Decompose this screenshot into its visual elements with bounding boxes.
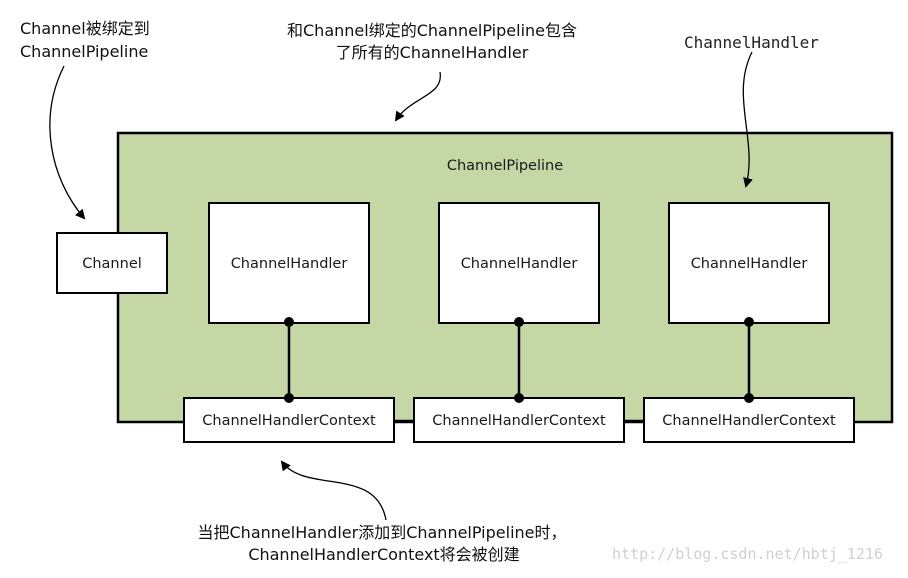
note-channel-bound-line-1: Channel被绑定到: [20, 19, 150, 38]
channel-handler-context-box-3: [643, 397, 855, 443]
channel-handler-box-2: [438, 202, 600, 324]
arrow-to-context: [280, 460, 387, 521]
junction-dot-handler-1: [284, 317, 294, 327]
channel-handler-box-1: [208, 202, 370, 324]
channel-handler-context-label-3: ChannelHandlerContext: [662, 413, 836, 429]
channel-handler-label-1: ChannelHandler: [231, 256, 348, 272]
arrow-to-channel: [49, 65, 86, 220]
channel-handler-context-label-1: ChannelHandlerContext: [202, 413, 376, 429]
junction-dot-handler-3: [744, 317, 754, 327]
note-pipeline-contains-line-1: 和Channel绑定的ChannelPipeline包含: [287, 21, 577, 40]
note-channel-bound-line-2: ChannelPipeline: [20, 42, 148, 61]
note-context-created-line-1: 当把ChannelHandler添加到ChannelPipeline时，: [198, 523, 567, 542]
channel-label: Channel: [82, 256, 142, 272]
channel-box: [56, 232, 168, 294]
watermark-url: http://blog.csdn.net/hbtj_1216: [612, 545, 883, 563]
arrow-to-pipeline: [394, 71, 441, 122]
junction-dot-context-1: [284, 393, 294, 403]
channel-handler-label-3: ChannelHandler: [691, 256, 808, 272]
channel-pipeline-label: ChannelPipeline: [447, 158, 563, 174]
channel-handler-label-2: ChannelHandler: [461, 256, 578, 272]
channel-handler-context-label-2: ChannelHandlerContext: [432, 413, 606, 429]
note-pipeline-contains-line-2: 了所有的ChannelHandler: [336, 43, 529, 62]
arrow-to-handler: [742, 51, 753, 188]
junction-dot-context-3: [744, 393, 754, 403]
junction-dot-handler-2: [514, 317, 524, 327]
channel-handler-box-3: [668, 202, 830, 324]
note-channel-handler: ChannelHandler: [684, 33, 819, 52]
junction-dot-context-2: [514, 393, 524, 403]
note-context-created-line-2: ChannelHandlerContext将会被创建: [248, 545, 519, 564]
